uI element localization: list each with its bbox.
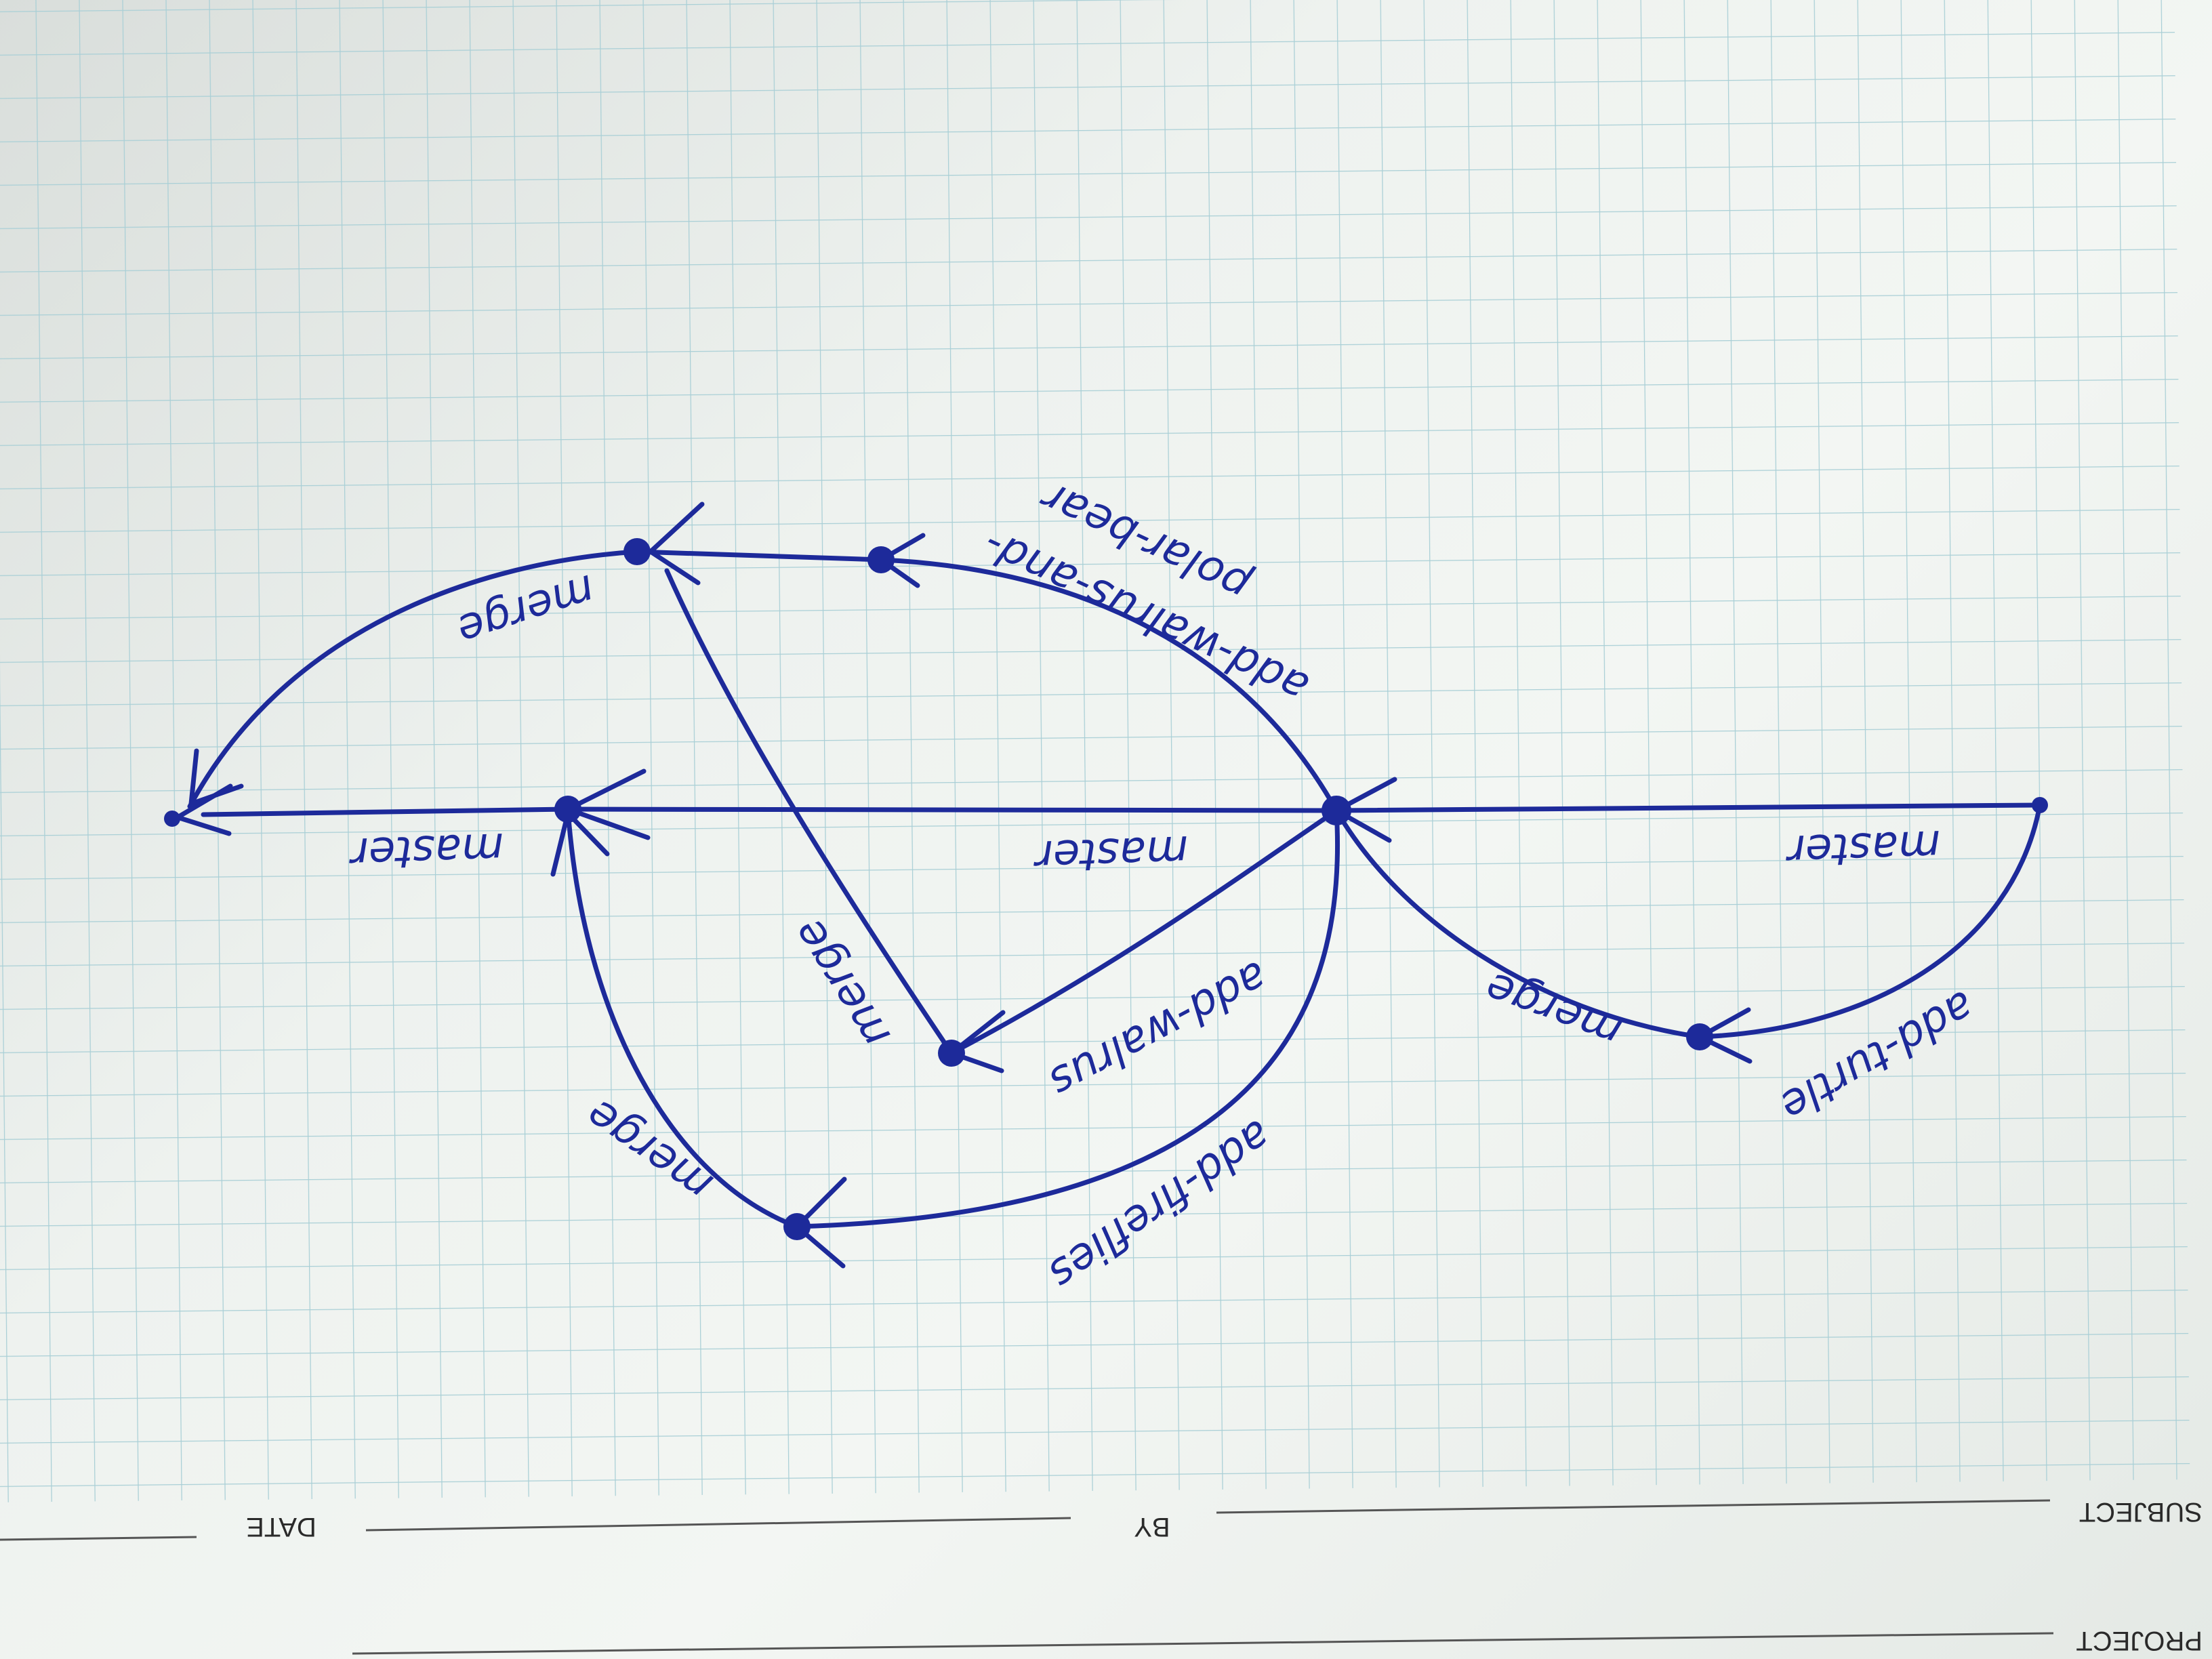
subject-rule (1216, 1499, 2051, 1514)
by-rule (365, 1517, 1071, 1532)
commit-node-walrus (938, 1040, 965, 1067)
commit-node-right (2032, 797, 2048, 813)
by-label: BY (1134, 1512, 1170, 1542)
commit-node-fireflies (783, 1213, 811, 1240)
grid-area (0, 0, 2190, 1503)
add-fireflies-edge (794, 808, 1340, 1229)
subject-label: SUBJECT (2079, 1497, 2203, 1527)
project-rule (352, 1632, 2054, 1655)
walrus-polar-bear-connection (634, 549, 884, 562)
label-master-right: master (1784, 820, 1942, 876)
add-turtle-edge (1697, 802, 2043, 1040)
commit-node-left-end (164, 811, 180, 827)
commit-node-turtle (1686, 1023, 1713, 1050)
form-footer: SUBJECT BY DATE PROJECT (0, 1497, 2203, 1656)
merge-fireflies-edge (565, 806, 800, 1229)
add-walrus-polar-bear-edge (878, 557, 1339, 813)
merge-turtle-edge (1334, 808, 1702, 1040)
master-line-right (1334, 802, 2043, 813)
merge-walrus-edge (664, 568, 954, 1056)
commit-node-top-merge (623, 538, 651, 565)
label-master-left: master (348, 823, 505, 878)
master-line-left (201, 806, 571, 817)
label-master-middle: master (1032, 825, 1189, 881)
master-line-middle (565, 806, 1339, 813)
date-rule (0, 1536, 197, 1541)
commit-node-walrus-polar-bear (867, 546, 895, 573)
commit-node-center (1322, 796, 1351, 825)
date-label: DATE (246, 1512, 316, 1542)
merge-top-edge (187, 549, 640, 809)
arrowhead-top-merge-left (188, 748, 244, 806)
commit-node-middle-left (554, 796, 581, 823)
project-label: PROJECT (2076, 1626, 2203, 1656)
add-walrus-edge (949, 808, 1339, 1056)
